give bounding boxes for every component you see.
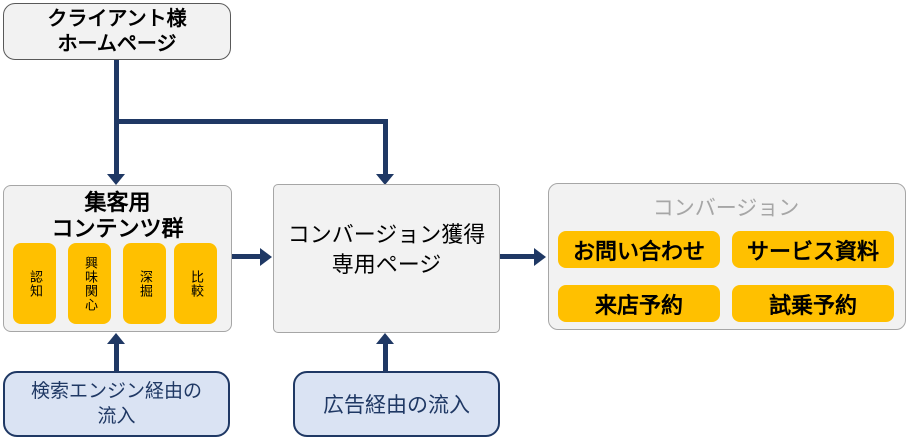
connector-branch-right-vertical: [383, 119, 388, 176]
arrowhead-to-cv-page: [376, 174, 394, 185]
arrowhead-cvpage-to-conversion: [534, 247, 546, 266]
client-homepage-label-line2: ホームページ: [57, 32, 177, 55]
node-search-engine-inflow: 検索エンジン経由の 流入: [3, 371, 230, 437]
conversion-button-service-docs: サービス資料: [732, 231, 894, 268]
arrowhead-to-content-group: [107, 174, 125, 185]
node-conversion: コンバージョン お問い合わせ サービス資料 来店予約 試乗予約: [548, 183, 906, 330]
conversion-title: コンバージョン: [652, 197, 800, 220]
node-cv-acquisition-page: コンバージョン獲得 専用ページ: [273, 184, 500, 333]
connector-search-inflow: [114, 343, 119, 371]
node-client-homepage: クライアント様 ホームページ: [3, 3, 231, 60]
conversion-button-grid: お問い合わせ サービス資料 来店予約 試乗予約: [558, 231, 894, 322]
node-ad-inflow: 広告経由の流入: [293, 371, 500, 437]
conversion-button-store-reservation: 来店予約: [558, 285, 720, 322]
content-group-title-line2: コンテンツ群: [51, 216, 184, 241]
connector-ad-inflow: [383, 343, 388, 371]
arrowhead-search-inflow: [107, 333, 125, 344]
content-stage-interest: 興味関心: [68, 243, 111, 324]
arrowhead-content-to-cvpage: [260, 247, 272, 266]
content-stage-deep-dive: 深掘: [123, 243, 166, 324]
content-stage-comparison: 比較: [174, 243, 217, 324]
ad-inflow-label: 広告経由の流入: [323, 394, 470, 417]
cv-page-label-line1: コンバージョン獲得: [287, 221, 486, 247]
conversion-button-contact: お問い合わせ: [558, 231, 720, 268]
connector-cvpage-to-conversion: [500, 254, 536, 259]
connector-branch-horizontal: [114, 119, 388, 124]
search-inflow-label-line2: 流入: [97, 406, 136, 427]
conversion-button-test-drive: 試乗予約: [732, 285, 894, 322]
content-group-title-line1: 集客用: [84, 190, 151, 215]
client-homepage-label-line1: クライアント様: [47, 7, 187, 30]
cv-page-label-line2: 専用ページ: [331, 251, 442, 277]
search-inflow-label-line1: 検索エンジン経由の: [30, 381, 202, 402]
connector-homepage-vertical: [114, 60, 119, 176]
content-stage-awareness: 認知: [13, 243, 56, 324]
content-group-title: 集客用 コンテンツ群: [4, 190, 231, 242]
node-content-group: 集客用 コンテンツ群 認知 興味関心 深掘 比較: [3, 185, 232, 332]
arrowhead-ad-inflow: [376, 333, 394, 344]
connector-content-to-cvpage: [232, 254, 262, 259]
